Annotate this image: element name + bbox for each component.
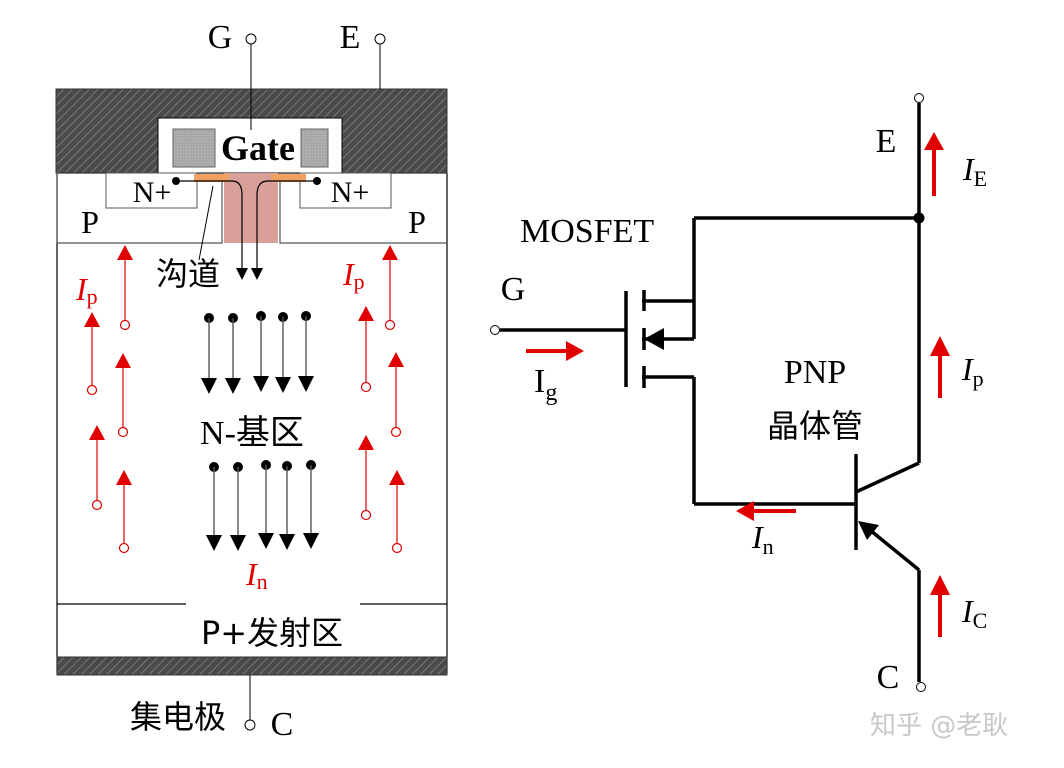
pnp-emitter-leg	[868, 528, 921, 572]
ie-label: IE	[962, 151, 987, 191]
terminal-g-label: G	[208, 19, 233, 56]
electron-arrow	[201, 313, 217, 394]
hole-arrow	[389, 470, 405, 554]
hole-arrow	[358, 306, 374, 393]
circuit-terminal-g-label: G	[501, 271, 526, 308]
hole-arrow	[117, 245, 133, 331]
pnp-emitter-arrow	[858, 521, 879, 540]
channel-contact-right	[271, 174, 306, 182]
electron-current-arrows	[201, 311, 319, 551]
electron-arrow	[253, 311, 269, 392]
circuit-terminal-e-label: E	[876, 123, 897, 160]
in-arrow-head	[736, 501, 754, 521]
hole-arrow	[116, 470, 132, 554]
circuit-terminal-e-pin	[914, 93, 924, 103]
terminal-e-label: E	[340, 19, 361, 56]
terminal-e-pin	[374, 33, 386, 45]
p-well-left	[56, 173, 223, 244]
channel-path-right	[256, 180, 317, 268]
circuit-terminal-c-pin	[916, 682, 926, 692]
drift-region-label: N-基区	[200, 414, 304, 452]
hole-arrow	[89, 425, 105, 511]
mosfet-label: MOSFET	[520, 213, 654, 250]
gate-label: Gate	[221, 128, 295, 168]
hole-arrow	[115, 353, 131, 438]
p-right-label: P	[408, 204, 426, 240]
equivalent-circuit: E IE MOSFET G Ig PNP 晶体管	[490, 93, 987, 696]
collector-label: 集电极	[130, 698, 226, 736]
electron-arrow	[275, 312, 291, 393]
hole-arrow	[388, 352, 404, 438]
electron-arrow	[225, 313, 241, 394]
mosfet-body-arrow	[644, 328, 664, 350]
channel-arrow-right	[251, 268, 263, 280]
circuit-terminal-g-pin	[490, 325, 500, 335]
electron-arrow	[206, 462, 222, 551]
ie-arrow-head	[924, 132, 944, 150]
electron-arrow	[230, 462, 246, 551]
hole-arrow	[84, 312, 100, 396]
pnp-cn-label: 晶体管	[767, 407, 863, 445]
terminal-g-pin	[245, 33, 257, 45]
circuit-ip-label: Ip	[961, 351, 984, 391]
ic-arrow-head	[930, 575, 950, 595]
gate-poly-left	[172, 128, 216, 168]
n-plus-left	[105, 172, 198, 209]
ic-label: IC	[961, 593, 987, 633]
n-plus-left-label: N+	[133, 176, 172, 209]
hole-arrow	[358, 435, 374, 521]
electron-arrow	[279, 461, 295, 550]
electron-arrow	[303, 460, 319, 549]
circuit-in-label: In	[751, 519, 774, 559]
emitter-region-label: P+发射区	[201, 614, 343, 652]
hole-arrow	[382, 245, 398, 331]
hole-current-arrows	[84, 245, 405, 554]
ip-arrow-head	[930, 336, 950, 356]
collector-metal	[56, 656, 448, 676]
electron-arrow	[298, 311, 314, 392]
electron-arrow	[258, 460, 274, 549]
terminal-c-pin	[244, 719, 256, 731]
gate-poly-right	[300, 128, 329, 168]
channel-path-left	[176, 180, 243, 268]
channel-leader	[198, 185, 214, 261]
cross-section: Gate G E N+ N+ P P 沟道 Ip Ip	[55, 19, 448, 743]
channel-contact-left	[194, 174, 229, 182]
ig-label: Ig	[534, 363, 557, 406]
n-plus-right-label: N+	[331, 176, 370, 209]
terminal-c-label: C	[271, 706, 294, 743]
pnp-collector-leg	[855, 461, 920, 494]
ip-left-label: Ip	[75, 271, 98, 309]
watermark: 知乎 @老耿	[870, 711, 1008, 741]
channel-region	[224, 173, 278, 243]
channel-label: 沟道	[156, 255, 220, 293]
ip-right-label: Ip	[342, 256, 365, 294]
pnp-label: PNP	[784, 354, 846, 391]
circuit-terminal-c-label: C	[877, 659, 900, 696]
p-left-label: P	[81, 204, 99, 240]
channel-arrow-left	[236, 268, 248, 280]
p-well-right	[279, 173, 447, 244]
in-label: In	[245, 556, 268, 594]
ig-arrow-head	[566, 341, 584, 361]
